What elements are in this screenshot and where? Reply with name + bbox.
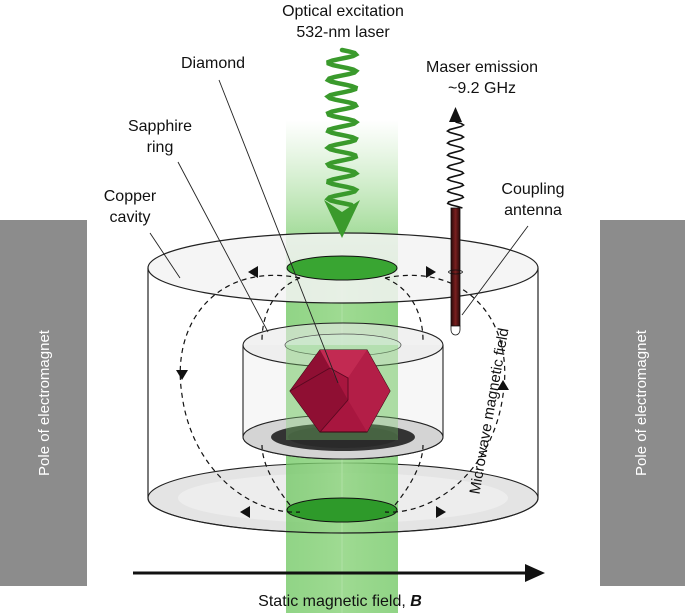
pole-right-label: Pole of electromagnet: [633, 329, 650, 476]
antenna-label: antenna: [504, 202, 562, 219]
microwave-field-label: Microwave magnetic field: [467, 327, 513, 496]
maser-emission-wave: [446, 107, 465, 209]
cavity-label: cavity: [110, 209, 151, 226]
sapphire-label: Sapphire: [128, 118, 192, 135]
laser-spot-bottom: [286, 497, 398, 523]
static-field-symbol: B: [410, 593, 422, 610]
static-field-label: Static magnetic field, B: [258, 593, 422, 610]
pole-left-label: Pole of electromagnet: [36, 329, 53, 476]
copper-label: Copper: [104, 188, 157, 205]
diamond-crystal: [289, 349, 391, 433]
leader-lines: [149, 79, 529, 384]
pole-right: Pole of electromagnet: [600, 220, 685, 586]
optical-excitation-label: Optical excitation: [282, 3, 404, 20]
diamond-label: Diamond: [181, 55, 245, 72]
static-field-arrow: [133, 564, 545, 582]
maser-emission-label: Maser emission: [426, 59, 538, 76]
ring-label: ring: [147, 139, 174, 156]
coupling-label: Coupling: [501, 181, 564, 198]
coupling-antenna: [448, 207, 463, 336]
field-arrowheads: [176, 266, 509, 518]
copper-cavity-walls: [147, 232, 539, 534]
optical-excitation-wave: [324, 47, 360, 238]
maser-frequency-label: ~9.2 GHz: [448, 80, 516, 97]
pole-left: Pole of electromagnet: [0, 220, 87, 586]
laser-wavelength-label: 532-nm laser: [296, 24, 390, 41]
microwave-field-lines: [179, 274, 506, 513]
